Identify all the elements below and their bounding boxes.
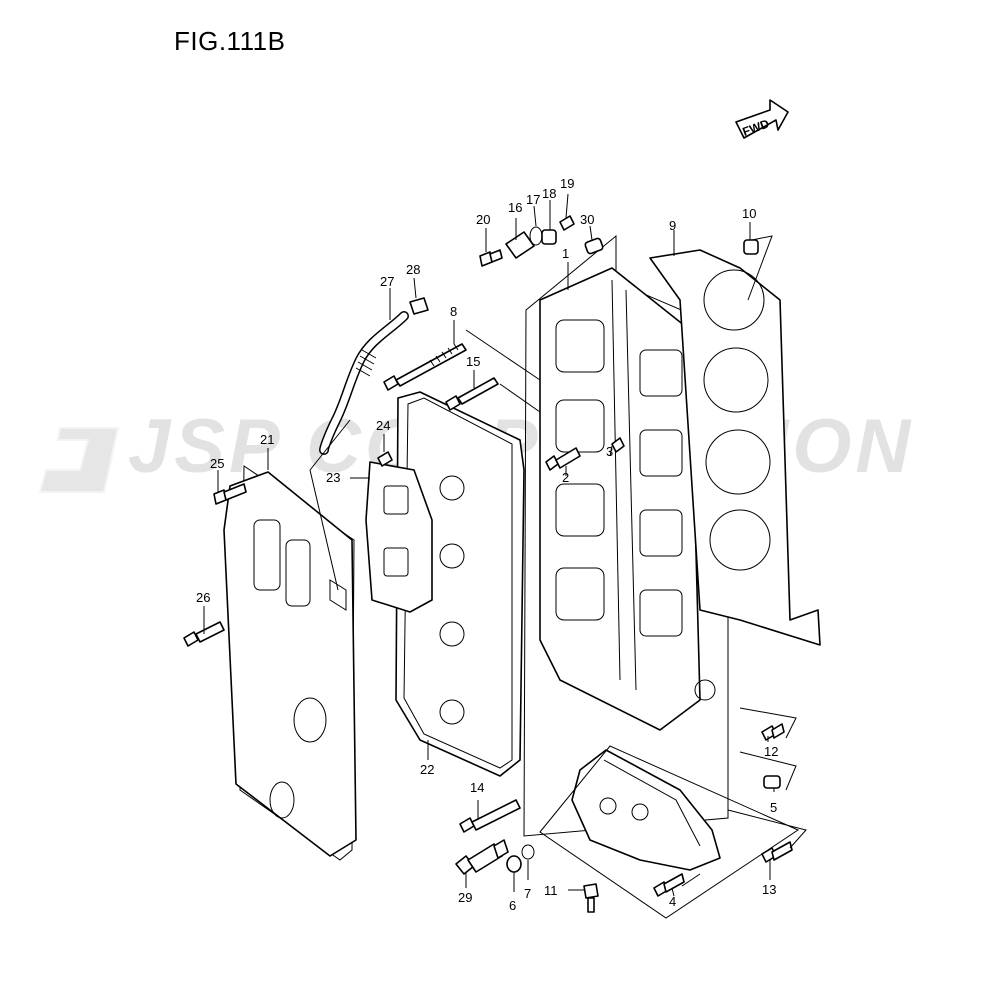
cap-16 [505, 231, 535, 259]
bolt-26 [183, 621, 225, 647]
fwd-arrow-icon: FWD [735, 99, 789, 139]
callout-24: 24 [376, 418, 390, 433]
callout-17: 17 [526, 192, 540, 207]
washer-6 [506, 855, 522, 873]
sensor-29 [455, 839, 509, 875]
callout-20: 20 [476, 212, 490, 227]
o-ring-7 [521, 844, 535, 860]
callout-30: 30 [580, 212, 594, 227]
callout-5: 5 [770, 800, 777, 815]
bolt-24 [377, 451, 393, 467]
callout-28: 28 [406, 262, 420, 277]
callout-9: 9 [669, 218, 676, 233]
bolt-20 [479, 249, 503, 267]
bolt-13 [761, 841, 793, 863]
callout-29: 29 [458, 890, 472, 905]
callout-11: 11 [544, 883, 558, 898]
bolt-14 [459, 799, 521, 833]
callout-1: 1 [562, 246, 569, 261]
callout-4: 4 [669, 894, 676, 909]
hose-clamp [409, 297, 429, 315]
callout-12: 12 [764, 744, 778, 759]
bolt-8 [383, 343, 467, 391]
callout-3: 3 [606, 444, 613, 459]
callout-26: 26 [196, 590, 210, 605]
callouts: 1 2 3 4 5 6 7 8 9 10 11 12 13 14 15 16 1… [196, 176, 778, 913]
callout-10: 10 [742, 206, 756, 221]
callout-7: 7 [524, 886, 531, 901]
callout-23: 23 [326, 470, 340, 485]
callout-22: 22 [420, 762, 434, 777]
o-ring-17 [529, 226, 543, 246]
bolt-19 [559, 215, 575, 231]
cylinder-head [539, 267, 716, 731]
callout-15: 15 [466, 354, 480, 369]
bolt-25 [213, 483, 247, 505]
bolt-2 [545, 447, 581, 471]
callout-2: 2 [562, 470, 569, 485]
pin-5 [763, 775, 781, 789]
callout-16: 16 [508, 200, 522, 215]
callout-8: 8 [450, 304, 457, 319]
cam-housing-box [539, 745, 800, 919]
callout-25: 25 [210, 456, 224, 471]
jsp-logo-icon [38, 427, 120, 493]
valve-cover [223, 465, 357, 861]
pin-10 [743, 239, 759, 255]
cam-housing [571, 749, 721, 871]
callout-21: 21 [260, 432, 274, 447]
bolt-4 [653, 873, 685, 897]
callout-19: 19 [560, 176, 574, 191]
pin-30 [584, 237, 604, 255]
callout-13: 13 [762, 882, 776, 897]
part-18 [541, 229, 557, 245]
leader-lines [203, 193, 775, 897]
bolt-15 [445, 377, 499, 411]
bolt-11 [583, 883, 599, 913]
plate-gasket [365, 461, 433, 613]
alignment-lines [309, 329, 807, 887]
callout-27: 27 [380, 274, 394, 289]
bolt-12 [761, 723, 785, 741]
figure-title: FIG.111B [174, 26, 286, 56]
callout-18: 18 [542, 186, 556, 201]
bolt-3 [611, 437, 625, 453]
callout-14: 14 [470, 780, 484, 795]
callout-6: 6 [509, 898, 516, 913]
head-gasket [649, 249, 821, 646]
